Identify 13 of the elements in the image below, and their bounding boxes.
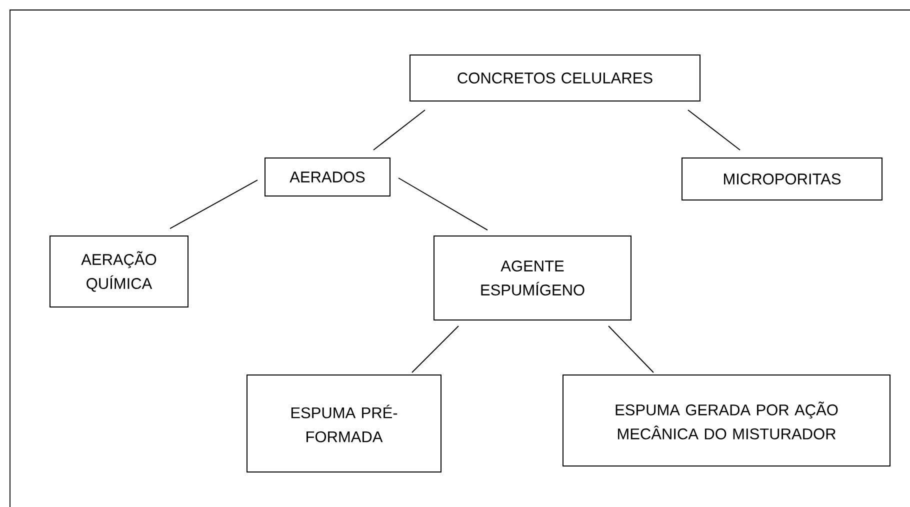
connector-line [398, 178, 488, 230]
concept-box: AERADOS [264, 158, 390, 196]
connector-line [412, 326, 459, 373]
concept-box: ESPUMA GERADA POR AÇÃO MECÂNICA DO MISTURADOR [562, 374, 890, 466]
concept-box: MICROPORITAS [682, 158, 882, 200]
connector-line [688, 110, 740, 150]
connector-line [608, 326, 654, 373]
connector-line [170, 180, 258, 229]
concept-box: AGENTE ESPUMÍGENO [434, 236, 632, 320]
concept-box: CONCRETOS CELULARES [410, 54, 700, 102]
concept-box: AERAÇÃO QUÍMICA [50, 236, 188, 308]
concept-box: ESPUMA PRÉ-FORMADA [246, 374, 442, 472]
connector-line [373, 110, 426, 150]
